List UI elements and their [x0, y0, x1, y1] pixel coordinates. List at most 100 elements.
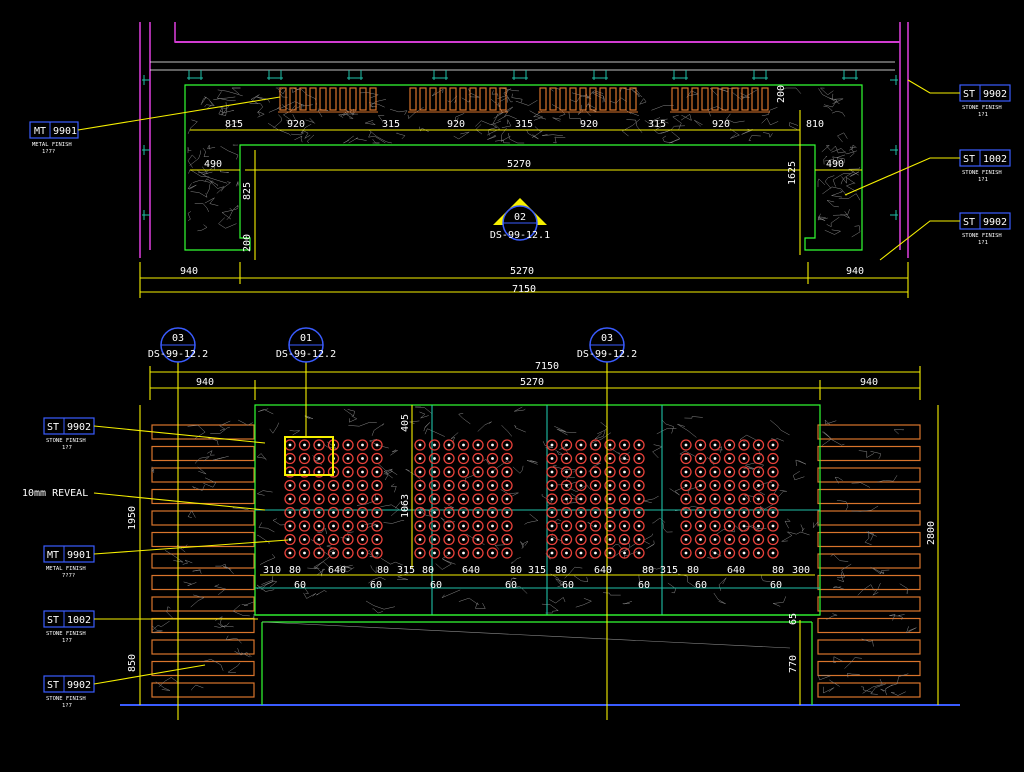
dim-text: 5270: [507, 159, 531, 170]
wine-slot-dot: [303, 525, 306, 528]
wine-slot-dot: [318, 511, 321, 514]
elevation-tag-st9902-b[interactable]: ST 9902 STONE FINISH 1?7: [44, 665, 205, 709]
wine-slot-dot: [419, 511, 422, 514]
wine-slot-dot: [728, 538, 731, 541]
stone-hatch-line: [663, 523, 673, 533]
elevation-marker-03-right[interactable]: 03 DS-99-12.2: [577, 328, 637, 362]
stone-hatch-line: [500, 97, 509, 102]
plan-tag-st1002[interactable]: ST 1002 STONE FINISH 1?1: [845, 150, 1010, 195]
dim-text: 60: [770, 580, 782, 591]
wine-slot-dot: [551, 552, 554, 555]
stone-hatch-line: [838, 133, 848, 142]
stone-hatch-line: [825, 420, 836, 425]
wine-slot-dot: [728, 511, 731, 514]
stone-hatch-line: [502, 425, 512, 436]
wine-slot-dot: [685, 498, 688, 501]
stone-hatch-line: [694, 120, 702, 126]
rack-bar: [580, 88, 586, 110]
dim-text: 940: [846, 266, 864, 277]
tag-code: ST: [963, 154, 975, 165]
wine-slot-dot: [289, 444, 292, 447]
stone-hatch-line: [818, 214, 828, 220]
wine-slot-dot: [433, 498, 436, 501]
stone-hatch-line: [258, 112, 265, 118]
stone-hatch-line: [833, 586, 844, 589]
stone-hatch-line: [365, 120, 375, 125]
stone-hatch-line: [542, 604, 558, 611]
wood-bar: [152, 662, 254, 676]
wood-bar: [152, 619, 254, 633]
stone-hatch-line: [788, 532, 810, 535]
marker-number: 03: [601, 333, 613, 344]
marker-number: 01: [300, 333, 312, 344]
stone-hatch-line: [183, 560, 193, 564]
wine-slot-dot: [609, 552, 612, 555]
wine-slot-dot: [757, 471, 760, 474]
wine-slot-dot: [609, 471, 612, 474]
tag-sub: 1?7?: [42, 149, 55, 155]
stone-hatch-line: [852, 226, 860, 237]
rack-bar: [762, 88, 768, 110]
wine-slot-dot: [565, 511, 568, 514]
wine-slot-dot: [361, 498, 364, 501]
wine-slot-dot: [433, 444, 436, 447]
stone-hatch-line: [384, 520, 405, 523]
stone-hatch-line: [681, 114, 691, 120]
wine-slot-dot: [433, 457, 436, 460]
dim-text: 200: [776, 85, 787, 103]
wine-slot-dot: [318, 444, 321, 447]
wine-slot-dot: [506, 552, 509, 555]
wine-slot-dot: [772, 444, 775, 447]
tag-number: 1002: [67, 615, 91, 626]
tag-code: MT: [34, 126, 46, 137]
wine-slot-dot: [728, 525, 731, 528]
wood-bar: [152, 554, 254, 568]
elevation-marker-03-left[interactable]: 03 DS-99-12.2: [148, 328, 208, 362]
wine-slot-dot: [594, 444, 597, 447]
stone-hatch-line: [448, 96, 457, 103]
bracket-symbol: [592, 70, 608, 80]
wine-slot-dot: [347, 498, 350, 501]
tag-sub: 1?1: [978, 177, 988, 183]
wood-bar: [818, 511, 920, 525]
section-marker-02[interactable]: 02 DS-99-12.1: [490, 198, 550, 241]
wood-bar: [818, 683, 920, 697]
wine-slot-dot: [289, 498, 292, 501]
wood-bar: [818, 554, 920, 568]
wine-slot-dot: [609, 511, 612, 514]
wine-slot-dot: [303, 471, 306, 474]
wood-bar: [818, 576, 920, 590]
wine-slot-dot: [477, 484, 480, 487]
wine-slot-dot: [609, 484, 612, 487]
stone-hatch-line: [832, 191, 843, 197]
plan-tag-st9902-a[interactable]: ST 9902 STONE FINISH 1?1: [908, 80, 1010, 118]
stone-hatch-line: [867, 532, 877, 541]
wine-slot-dot: [638, 444, 641, 447]
dim-text: 940: [196, 377, 214, 388]
wine-slot-dot: [685, 457, 688, 460]
stone-hatch-line: [626, 120, 642, 133]
plan-wine-racks: [278, 88, 770, 112]
dim-text: 640: [727, 565, 745, 576]
wine-slot-dot: [419, 471, 422, 474]
dim-text: 300: [792, 565, 810, 576]
rack-bar: [420, 88, 426, 110]
stone-hatch-line: [900, 584, 908, 594]
wine-slot-dot: [685, 471, 688, 474]
stone-hatch-line: [197, 225, 207, 231]
rack-bar: [610, 88, 616, 110]
wine-slot-dot: [772, 471, 775, 474]
wood-bar: [818, 597, 920, 611]
bracket-symbol: [432, 70, 448, 80]
wood-bar: [818, 619, 920, 633]
wine-slot-dot: [743, 498, 746, 501]
stone-hatch-line: [785, 519, 790, 528]
wine-slot-dot: [638, 471, 641, 474]
stone-hatch-line: [561, 469, 576, 472]
elevation-tag-st1002[interactable]: ST 1002 STONE FINISH 1?7: [44, 611, 258, 644]
stone-hatch-line: [733, 90, 758, 100]
elevation-tag-mt9901[interactable]: MT 9901 METAL FINISH 7?7?: [44, 540, 288, 579]
elevation-marker-01[interactable]: 01 DS-99-12.2: [276, 328, 336, 362]
wine-slot-dot: [623, 471, 626, 474]
